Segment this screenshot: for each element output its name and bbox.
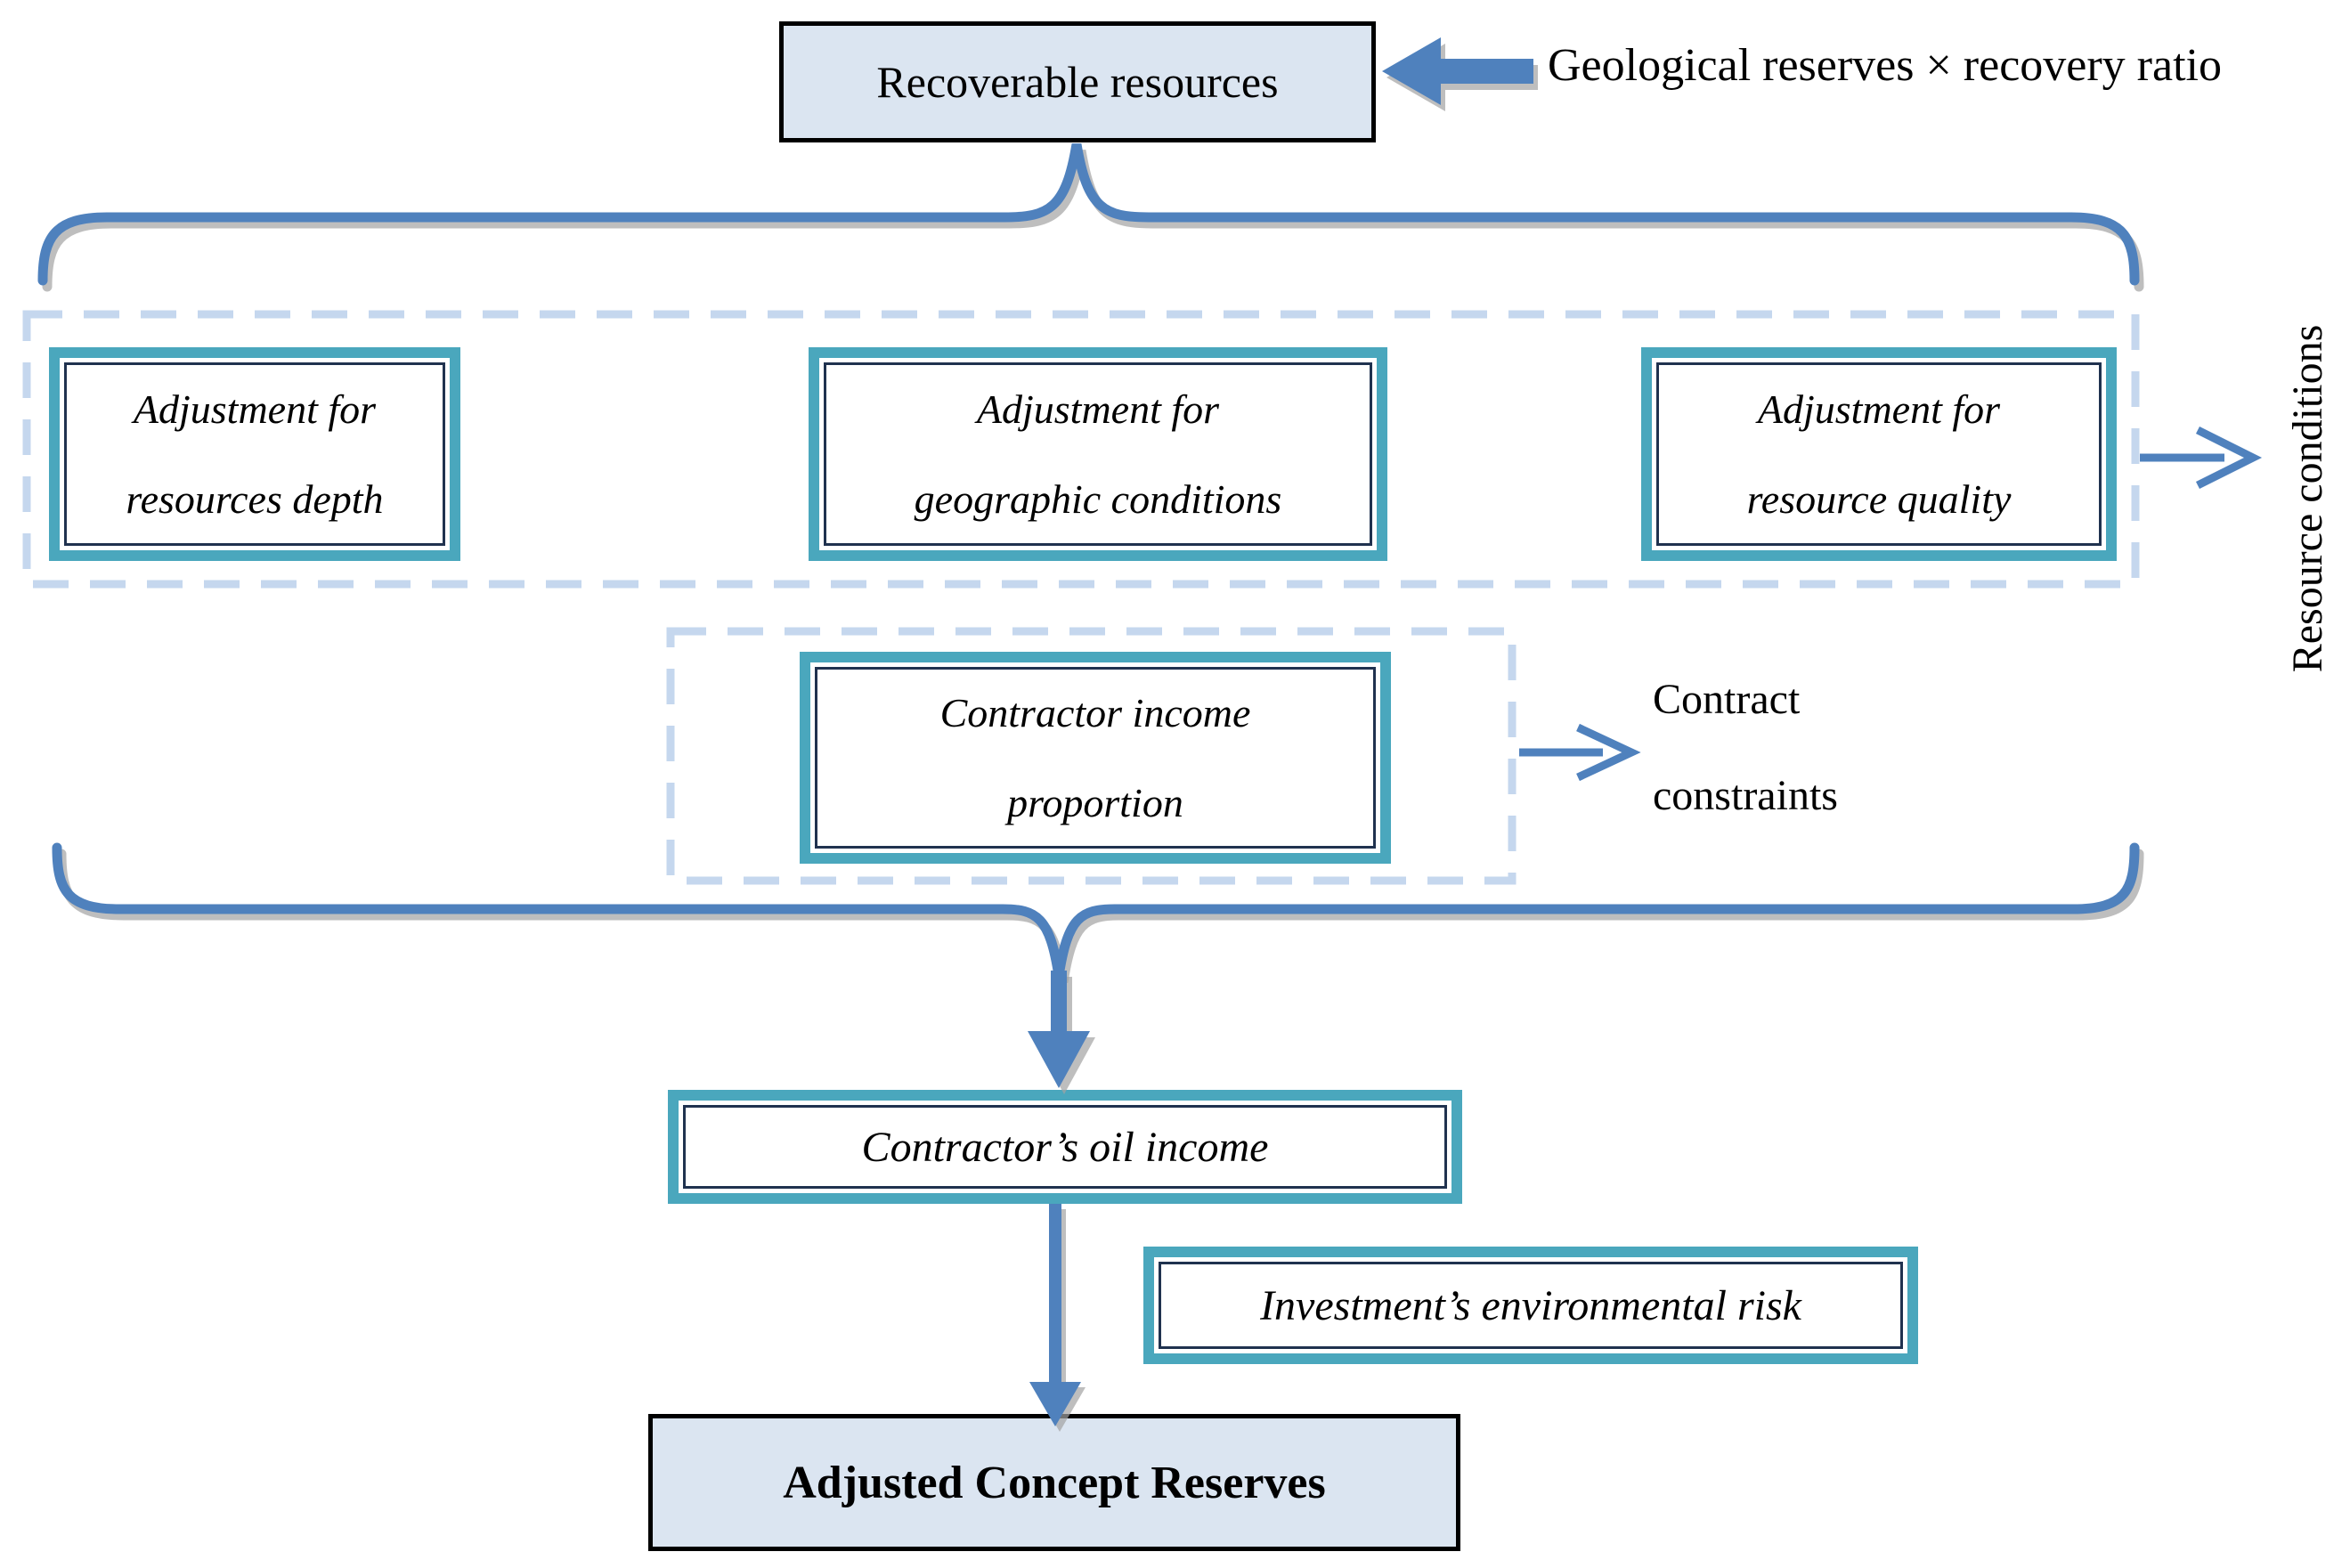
arrow-brace-to-oil-income bbox=[1028, 971, 1095, 1094]
node-contractors-oil-income: Contractor’s oil income bbox=[668, 1090, 1462, 1204]
node-adjustment-geographic-conditions-label: Adjustment for geographic conditions bbox=[914, 386, 1282, 522]
node-adjustment-resources-depth-label: Adjustment for resources depth bbox=[126, 386, 384, 522]
node-recoverable-resources-label: Recoverable resources bbox=[876, 57, 1279, 107]
arrow-oil-income-to-adjusted bbox=[1029, 1204, 1086, 1432]
node-adjustment-resource-quality: Adjustment for resource quality bbox=[1641, 347, 2117, 561]
arrow-to-resource-conditions bbox=[2140, 426, 2263, 490]
node-contractor-income-proportion-label: Contractor income proportion bbox=[939, 689, 1251, 825]
arrow-geological-to-recoverable bbox=[1382, 37, 1538, 111]
node-investments-environmental-risk-label: Investment’s environmental risk bbox=[1260, 1281, 1801, 1329]
arrow-to-contract-constraints bbox=[1519, 723, 1641, 782]
node-contractor-income-proportion: Contractor income proportion bbox=[800, 652, 1391, 864]
node-adjustment-resource-quality-label: Adjustment for resource quality bbox=[1746, 386, 2012, 522]
node-adjusted-concept-reserves: Adjusted Concept Reserves bbox=[648, 1414, 1460, 1551]
node-recoverable-resources: Recoverable resources bbox=[779, 21, 1376, 142]
node-adjustment-resources-depth: Adjustment for resources depth bbox=[49, 347, 460, 561]
node-adjusted-concept-reserves-label: Adjusted Concept Reserves bbox=[783, 1457, 1326, 1508]
bottom-brace bbox=[52, 842, 2144, 983]
contract-constraints-label: Contract constraints bbox=[1653, 676, 1838, 819]
node-contractors-oil-income-label: Contractor’s oil income bbox=[861, 1123, 1269, 1171]
node-adjustment-geographic-conditions: Adjustment for geographic conditions bbox=[809, 347, 1387, 561]
resource-conditions-label: Resource conditions bbox=[2284, 324, 2331, 673]
top-brace bbox=[37, 143, 2144, 292]
node-investments-environmental-risk: Investment’s environmental risk bbox=[1143, 1247, 1918, 1364]
geological-formula-label: Geological reserves × recovery ratio bbox=[1548, 40, 2222, 91]
